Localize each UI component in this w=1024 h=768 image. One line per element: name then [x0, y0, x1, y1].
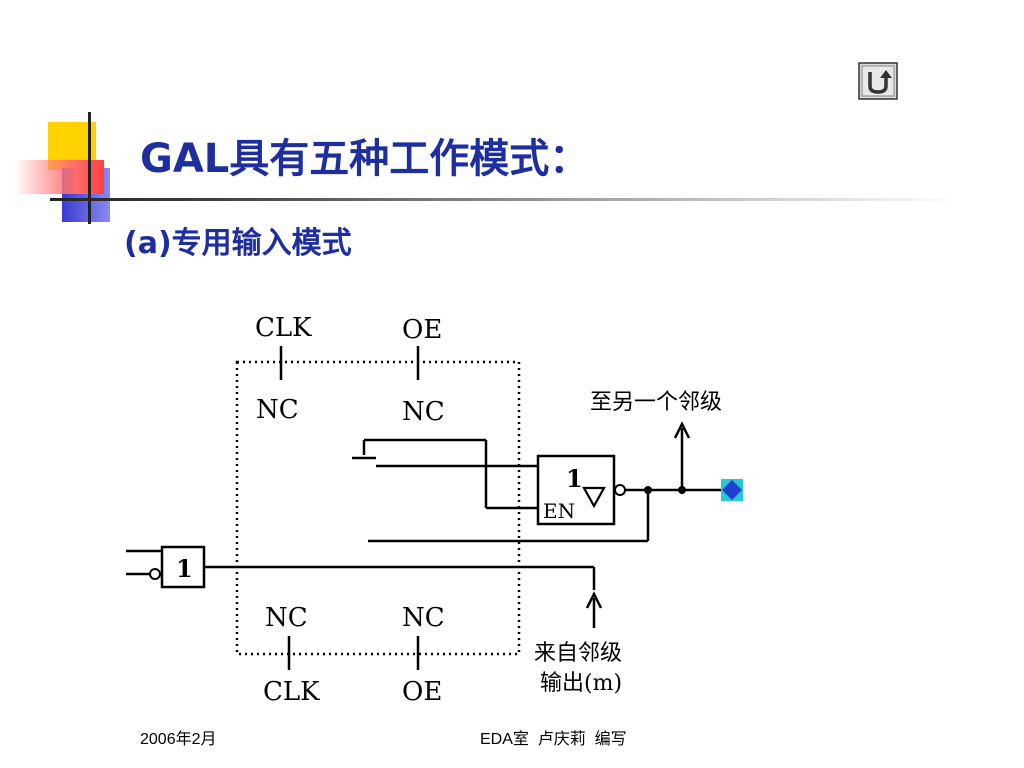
from-neighbor-arrow-icon — [585, 591, 603, 609]
top-clk-nc-label: NC — [256, 395, 299, 425]
tristate-triangle-icon — [582, 486, 606, 509]
slide-title: GAL具有五种工作模式： — [140, 136, 590, 182]
macrocell-boundary — [235, 360, 521, 656]
from-neighbor-label-1: 来自邻级 — [534, 641, 622, 666]
junction-dot-2 — [678, 486, 686, 494]
footer-author: EDA室 卢庆莉 编写 — [480, 731, 627, 748]
output-buffer — [536, 454, 616, 526]
to-neighbor-arrow-icon — [673, 421, 691, 439]
input-buffer — [160, 545, 206, 589]
bottom-oe-label: OE — [402, 677, 442, 707]
top-oe-label: OE — [402, 315, 442, 345]
input-bubble — [149, 568, 161, 580]
output-buffer-symbol: 1 — [566, 464, 583, 493]
deco-vertical-line — [88, 112, 91, 224]
bottom-oe-nc-label: NC — [402, 603, 445, 633]
input-buffer-symbol: 1 — [176, 554, 193, 583]
output-buffer-enable-label: EN — [543, 499, 575, 523]
bottom-clk-label: CLK — [263, 677, 320, 707]
bottom-clk-nc-label: NC — [265, 603, 308, 633]
slide-subtitle: (a)专用输入模式 — [124, 226, 352, 261]
top-oe-nc-label: NC — [402, 397, 445, 427]
io-pin-bg — [721, 479, 743, 501]
io-pin-icon — [722, 480, 742, 500]
deco-horizontal-rule — [50, 198, 960, 201]
footer-date: 2006年2月 — [140, 731, 217, 748]
inversion-bubble — [614, 484, 626, 496]
return-button[interactable] — [858, 62, 898, 100]
from-neighbor-label-2: 输出(m) — [540, 671, 622, 696]
top-clk-label: CLK — [255, 313, 312, 343]
return-arrow-icon — [858, 62, 898, 100]
to-neighbor-label: 至另一个邻级 — [590, 390, 722, 415]
junction-dot-1 — [644, 486, 652, 494]
